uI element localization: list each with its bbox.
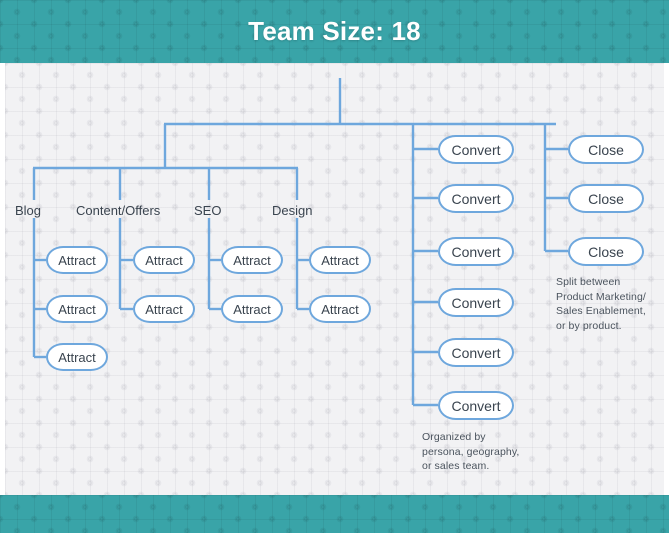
column-label-content-offers: Content/Offers xyxy=(76,203,161,218)
node-convert-6[interactable]: Convert xyxy=(438,391,514,420)
header-bar xyxy=(0,0,669,63)
node-attract-content-2[interactable]: Attract xyxy=(133,295,195,323)
node-attract-seo-2[interactable]: Attract xyxy=(221,295,283,323)
column-label-blog: Blog xyxy=(15,203,42,218)
page-title: Team Size: 18 xyxy=(248,16,421,46)
annotation-convert-note: Organized by persona, geography, or sale… xyxy=(422,431,520,472)
diagram-board-background xyxy=(5,63,664,495)
node-convert-2[interactable]: Convert xyxy=(438,184,514,213)
node-close-1[interactable]: Close xyxy=(568,135,644,164)
node-attract-blog-1[interactable]: Attract xyxy=(46,246,108,274)
node-convert-4[interactable]: Convert xyxy=(438,288,514,317)
node-attract-design-2[interactable]: Attract xyxy=(309,295,371,323)
node-attract-blog-3[interactable]: Attract xyxy=(46,343,108,371)
node-attract-content-1[interactable]: Attract xyxy=(133,246,195,274)
node-close-2[interactable]: Close xyxy=(568,184,644,213)
node-convert-1[interactable]: Convert xyxy=(438,135,514,164)
column-label-design: Design xyxy=(272,203,313,218)
annotation-close-note: Split between Product Marketing/ Sales E… xyxy=(556,276,646,332)
node-attract-blog-2[interactable]: Attract xyxy=(46,295,108,323)
node-attract-seo-1[interactable]: Attract xyxy=(221,246,283,274)
column-label-seo: SEO xyxy=(194,203,222,218)
node-convert-3[interactable]: Convert xyxy=(438,237,514,266)
footer-bar xyxy=(0,495,669,533)
node-attract-design-1[interactable]: Attract xyxy=(309,246,371,274)
node-close-3[interactable]: Close xyxy=(568,237,644,266)
node-convert-5[interactable]: Convert xyxy=(438,338,514,367)
